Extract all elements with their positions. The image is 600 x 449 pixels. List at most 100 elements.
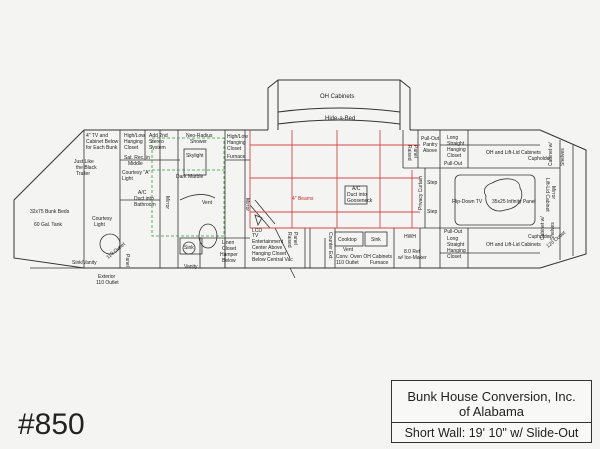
vent-kitchen-label: Vent	[343, 247, 354, 253]
dark-marble-label: Dark Marble	[176, 174, 203, 180]
hanging-closet-left-3: Closet	[124, 145, 139, 151]
stereo-3: System	[149, 145, 166, 151]
privacy-curtain-label: Privacy Curtain	[418, 176, 424, 210]
hide-a-bed-label: Hide-a-Bed	[325, 116, 355, 122]
shower-1: Neo-Radius	[186, 133, 213, 139]
oh-cabinets-top-label: OH Cabinets	[320, 94, 354, 100]
trailer-outline	[13, 79, 587, 269]
exterior-outlet-1: Exterior	[98, 274, 116, 280]
cabinet-shelves-top-1: Cabinet w/	[548, 142, 554, 166]
raised-panel-right-1: Raised	[406, 145, 412, 161]
raised-panel-mid-1: Raised	[286, 232, 292, 248]
interior-walls	[30, 130, 574, 279]
lcd-1: LCD	[252, 228, 262, 234]
outlet-110-left-label: 110 Outlet	[105, 241, 127, 261]
just-like-label-1: Just Like	[74, 159, 94, 165]
infinity-panel-label: 35x25 Infinity Panel	[492, 199, 536, 205]
stereo-1: Add 2nd	[149, 133, 168, 139]
shower-2: Shower	[190, 139, 207, 145]
panel-door-label: Panel	[124, 254, 130, 267]
cabinet-shelves-top-2: Shelves	[560, 148, 566, 166]
company-name: Bunk House Conversion, Inc.	[407, 389, 576, 404]
ac-gooseneck-1: A/C	[352, 186, 361, 192]
closet-furnace-2: Hanging	[227, 140, 246, 146]
pantry-3: Above	[423, 148, 437, 154]
stereo-2: Stereo	[149, 139, 164, 145]
tv-cabinet-label-1: 4" TV and	[86, 133, 108, 139]
conv-oven-2: 110 Outlet	[336, 260, 359, 266]
skylight-label: Skylight	[186, 153, 204, 159]
pull-out-bottom-label: Pull-Out	[444, 229, 463, 235]
toilet-icon	[198, 223, 218, 249]
sat-rec-2: Middle	[128, 161, 143, 167]
just-like-label-3: Trailer	[76, 171, 90, 177]
counter-ext-label: Counter Ext.	[327, 232, 333, 260]
beams-label: 4" Beams	[292, 196, 314, 202]
cabinet-shelves-bottom-1: Cabinet w/	[540, 216, 546, 240]
linen-1: Linen	[222, 240, 234, 246]
mirror-left-label: Mirror	[164, 196, 170, 209]
ac-gooseneck-2: Duct into	[347, 192, 367, 198]
lcd-2: TV	[252, 233, 259, 239]
ref-1: 8.0 Ref	[404, 249, 421, 255]
tv-cabinet-label-3: for Each Bunk	[86, 145, 118, 151]
pantry-1: Pull-Out	[421, 136, 440, 142]
courtesy-light-left-1: Courtesy	[92, 216, 113, 222]
long-closet-bottom-2: Straight	[447, 242, 465, 248]
ac-bath-2: Duct into	[134, 196, 154, 202]
tank-label: 60 Gal. Tank	[34, 222, 62, 228]
sink-vanity-label: Sink/Vanity	[72, 260, 97, 266]
beam-grid	[249, 130, 420, 229]
tv-cabinet-label-2: Cabinet Below	[86, 139, 119, 145]
furnace-kitchen-label: Furnace	[370, 260, 389, 266]
lcd-5: Hanging Closet	[252, 251, 287, 257]
hanging-closet-left-2: Hanging	[124, 139, 143, 145]
lift-lid-1: Lift-Lid Cabinet	[544, 178, 550, 212]
skylight-icon	[183, 148, 207, 176]
cupholder-top-label: Cupholder	[528, 156, 551, 162]
oh-lift-bottom-label: OH and Lift-Lid Cabinets	[486, 242, 541, 248]
long-closet-top-1: Long	[447, 135, 458, 141]
title-divider	[392, 422, 591, 423]
raised-panel-right-2: Panel	[412, 145, 418, 158]
step-bottom-label: Step	[427, 209, 438, 215]
pull-out-top-label: Pull-Out	[444, 161, 463, 167]
sink-kitchen-label: Sink	[371, 237, 381, 243]
ac-bath-3: Bathroom	[134, 202, 156, 208]
shower-dashed	[151, 137, 225, 237]
company-location: of Alabama	[458, 404, 525, 419]
courtesy-a-label-1: Courtesy "A"	[122, 170, 151, 176]
raised-panel-mid-2: Panel	[292, 232, 298, 245]
fixtures	[99, 148, 536, 255]
ref-2: w/ Ice-Maker	[398, 255, 427, 261]
just-like-label-2: the Black	[76, 165, 97, 171]
sat-rec-1: Sat. Rec. in	[124, 155, 150, 161]
bunk-beds-label: 32x75 Bunk Beds	[30, 209, 70, 215]
lift-lid-2: Mirror	[550, 186, 556, 199]
linen-4: Below	[222, 258, 236, 264]
cabinet-shelves-bottom-2: Shelves	[550, 222, 556, 240]
labels: 4" TV and Cabinet Below for Each Bunk Ju…	[30, 94, 567, 286]
lcd-3: Entertainment	[252, 239, 284, 245]
plan-description: Short Wall: 19' 10" w/ Slide-Out	[404, 426, 579, 440]
courtesy-a-label-2: Light	[122, 176, 133, 182]
step-top-label: Step	[427, 180, 438, 186]
courtesy-light-left-2: Light	[94, 222, 105, 228]
hwh-label: HWH	[404, 234, 416, 240]
infinity-panel-icon	[484, 178, 523, 212]
closet-furnace-4: Furnace	[227, 154, 246, 160]
lcd-4: Center Above	[252, 245, 283, 251]
long-closet-bottom-3: Hanging	[447, 248, 466, 254]
ac-gooseneck-3: Gooseneck	[347, 198, 373, 204]
linen-3: Hamper	[220, 252, 238, 258]
conv-oven-1: Conv. Oven OH Cabinets	[336, 254, 393, 260]
mirror-right-label: Mirror	[244, 198, 250, 211]
closet-furnace-1: High/Low	[227, 134, 248, 140]
vanity-label: Vanity	[184, 264, 198, 270]
long-closet-top-4: Closet	[447, 153, 462, 159]
hanging-closet-left-1: High/Low	[124, 133, 145, 139]
exterior-outlet-2: 110 Outlet	[96, 280, 119, 286]
tank-icon	[99, 233, 121, 255]
closet-furnace-3: Closet	[227, 146, 242, 152]
